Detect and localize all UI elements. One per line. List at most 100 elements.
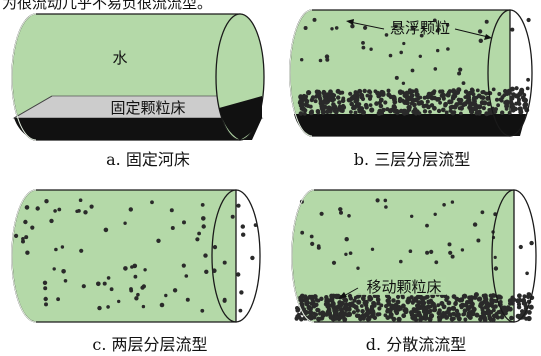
pipe-b-end-cap: [487, 9, 533, 137]
bed-particle: [368, 90, 373, 95]
particle: [134, 296, 139, 301]
particle: [493, 266, 499, 271]
bed-particle: [495, 97, 499, 102]
pipe-d-end-cap: [491, 189, 537, 323]
bed-particle: [444, 314, 450, 320]
bed-particle: [436, 108, 442, 114]
particle: [103, 227, 109, 233]
bed-particle: [437, 316, 443, 321]
particle: [185, 297, 190, 302]
particle: [201, 224, 206, 229]
bed-particle: [452, 110, 457, 115]
bed-particle: [316, 110, 321, 115]
bed-particle: [385, 315, 391, 320]
particle: [419, 33, 424, 38]
bed-particle: [392, 305, 397, 311]
particle: [253, 223, 258, 228]
bed-particle: [426, 104, 431, 110]
bed-particle: [507, 110, 512, 115]
bed-particle: [517, 298, 522, 303]
bed-particle: [509, 95, 515, 101]
bed-particle: [306, 104, 311, 108]
panel-c: [11, 189, 261, 323]
particle: [30, 225, 35, 230]
bed-particle: [316, 308, 321, 313]
bed-particle: [526, 315, 532, 322]
bed-particle: [342, 311, 348, 316]
particle: [102, 281, 107, 286]
panel-b: 悬浮颗粒: [289, 9, 533, 137]
particle: [433, 67, 438, 71]
particle: [457, 71, 462, 76]
bed-edge: [13, 95, 53, 119]
bed-particle: [443, 101, 448, 107]
particle: [425, 223, 429, 228]
particle: [410, 25, 415, 30]
caption-a: a. 固定河床: [106, 150, 190, 169]
bed-particle: [341, 103, 346, 109]
bed-particle: [410, 300, 415, 305]
particle: [529, 240, 534, 246]
particle: [63, 279, 68, 283]
particle: [388, 53, 393, 58]
bed-particle: [379, 303, 384, 308]
bed-particle: [469, 295, 474, 300]
bed-particle: [473, 292, 479, 298]
particle: [79, 248, 84, 253]
particle: [23, 219, 28, 225]
particle: [42, 280, 48, 285]
bed-particle: [521, 98, 526, 102]
bed-particle: [334, 294, 340, 300]
arrowhead-moving-bed: [338, 292, 347, 299]
moving-bed-label-bg: [356, 277, 446, 295]
bed-particle: [477, 104, 483, 110]
bed-particle: [475, 110, 480, 114]
bed-particle: [333, 315, 339, 321]
particle: [361, 41, 365, 45]
particle: [195, 237, 200, 242]
bed-particle: [471, 306, 477, 312]
bed-particle: [300, 102, 306, 108]
bed-particle: [508, 307, 513, 312]
particle: [478, 38, 483, 43]
particle: [24, 205, 30, 210]
particle: [330, 27, 334, 31]
bed-particle: [441, 107, 446, 113]
particle: [141, 304, 146, 309]
bed-particle: [377, 306, 382, 311]
bed-particle: [465, 98, 471, 104]
particle: [170, 226, 175, 230]
particle: [318, 58, 323, 63]
particle: [52, 267, 56, 271]
bed-particle: [425, 304, 431, 310]
bed-particle: [517, 97, 521, 102]
bed-particle: [478, 316, 483, 322]
bed-particle: [416, 100, 422, 106]
bed-particle: [450, 306, 455, 311]
particle: [184, 274, 189, 278]
bed-particle: [506, 91, 511, 96]
bed-particle: [425, 294, 430, 300]
bed-particle: [341, 96, 346, 101]
bed-particle: [454, 102, 459, 108]
bed-particle: [420, 299, 426, 305]
bed-particle: [295, 314, 301, 320]
bed-particle: [386, 298, 391, 304]
bed-particle: [385, 107, 390, 112]
bed-particle: [484, 301, 489, 307]
particle: [370, 247, 375, 251]
bed-particle: [461, 312, 466, 317]
bed-particle: [359, 304, 364, 308]
particle: [43, 296, 48, 302]
bed-particle: [320, 109, 326, 115]
particle: [434, 260, 439, 265]
bed-particle: [414, 92, 420, 98]
particle: [447, 242, 452, 247]
bed-particle: [352, 298, 357, 303]
bed-particle: [494, 107, 498, 112]
bed-particle: [418, 294, 424, 300]
particle: [204, 269, 209, 274]
particle: [435, 28, 440, 33]
bed-particle: [459, 305, 464, 310]
particle: [181, 263, 186, 268]
